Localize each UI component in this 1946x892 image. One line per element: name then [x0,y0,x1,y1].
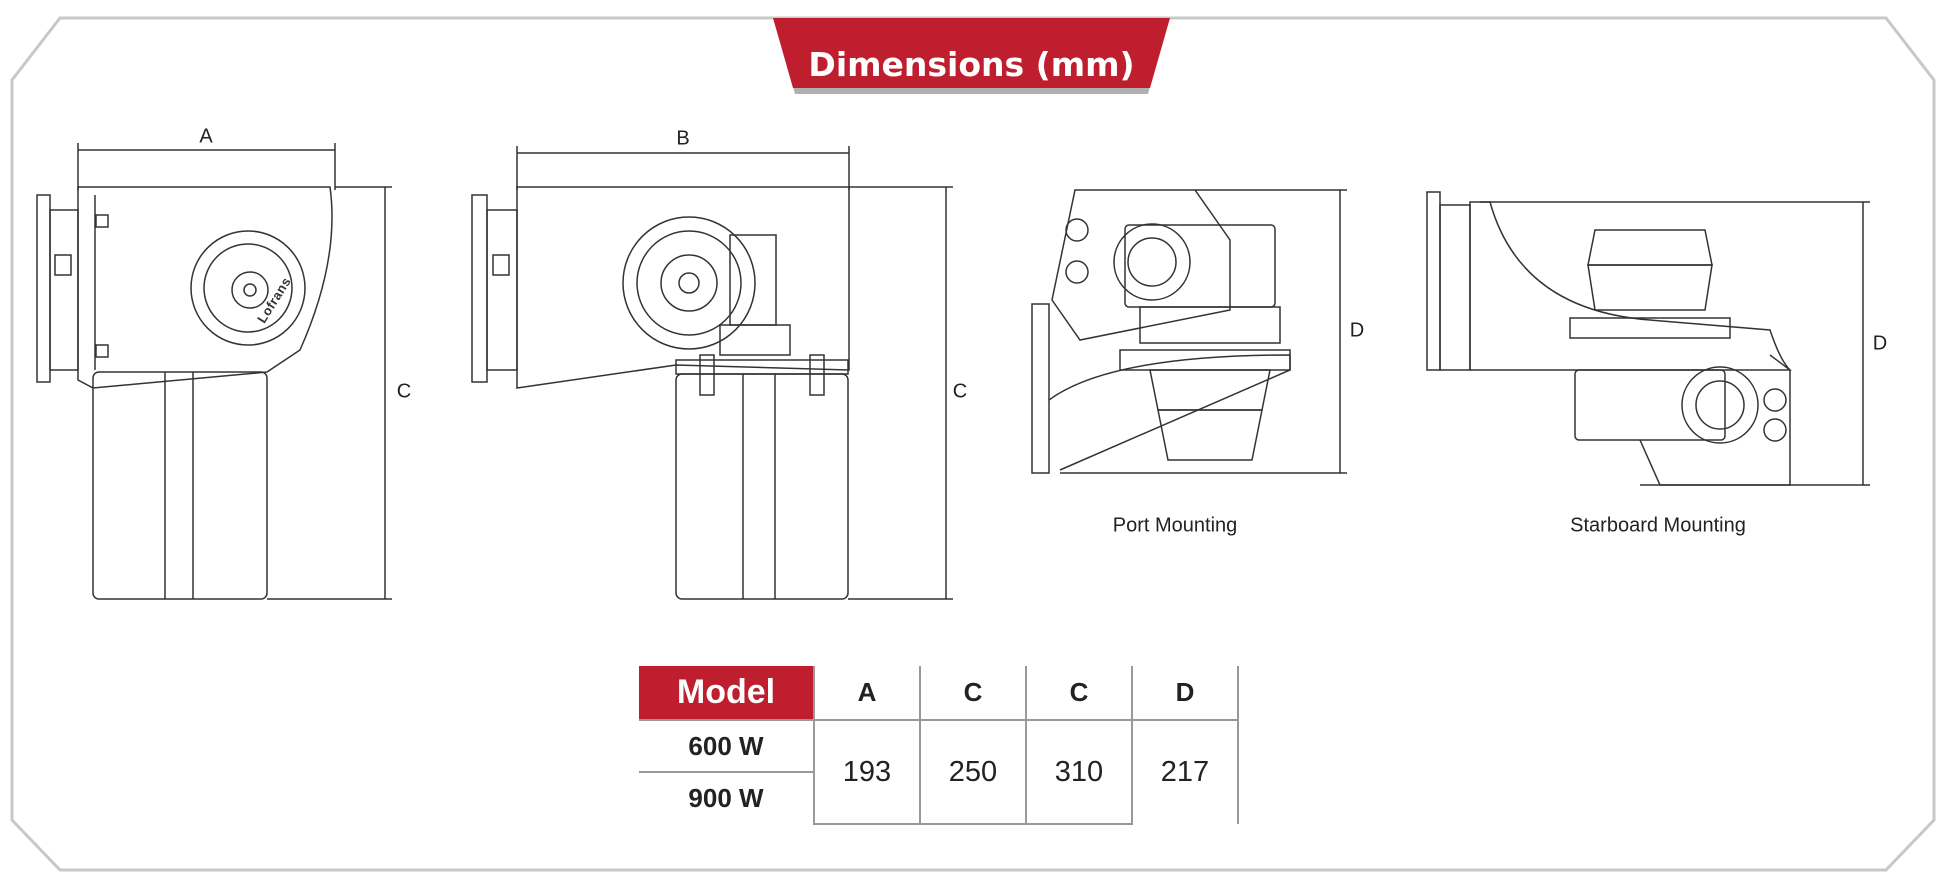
value-c-2: 310 [1025,719,1133,825]
model-600w: 600 W [639,719,815,773]
side-view-a [36,143,392,600]
header-c-1: C [919,666,1027,721]
caption-starboard-mounting: Starboard Mounting [1570,514,1746,537]
header-model: Model [639,666,814,721]
header-a: A [813,666,921,721]
dimensions-table: Model A C C D 600 W 193 250 310 217 900 … [639,666,1239,825]
table-row: 600 W 193 250 310 217 [639,719,1239,825]
header-c-2: C [1025,666,1133,721]
table-header-row: Model A C C D [639,666,1239,721]
dimension-label-c-1: C [396,380,412,403]
dimension-label-c-2: C [952,380,968,403]
title-banner [773,18,1170,88]
page-title: Dimensions (mm) [808,45,1135,84]
model-900w: 900 W [639,771,815,824]
dimension-label-a: A [199,125,213,148]
side-view-b [471,146,953,600]
frame-border [10,16,1936,872]
value-d: 217 [1131,719,1239,824]
header-d: D [1131,666,1239,721]
port-mounting-view [1031,189,1347,474]
value-a: 193 [813,719,921,825]
dimension-label-d-2: D [1872,332,1888,355]
dimension-label-b: B [676,127,690,150]
table-row: 900 W [639,771,1238,824]
starboard-mounting-view [1426,191,1870,486]
dimension-label-d-1: D [1349,319,1365,342]
caption-port-mounting: Port Mounting [1112,514,1238,537]
value-c-1: 250 [919,719,1027,825]
